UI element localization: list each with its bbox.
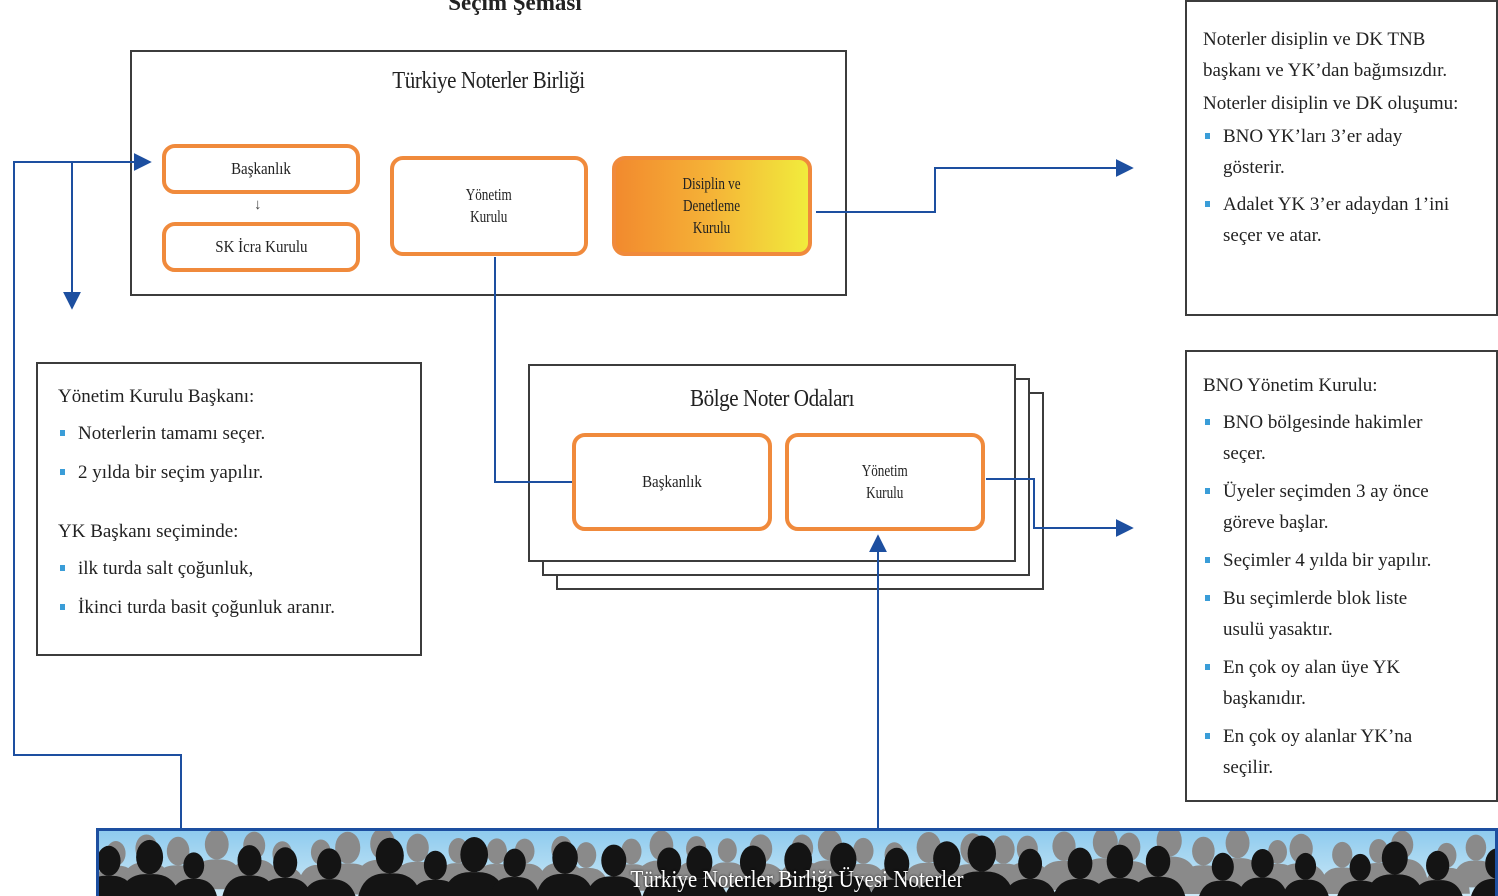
list-item: BNO bölgesinde hakimler seçer. xyxy=(1203,407,1484,469)
crowd-label: Türkiye Noterler Birliği Üyesi Noterler xyxy=(630,867,964,893)
list-item: Üyeler seçimden 3 ay önce göreve başlar. xyxy=(1203,476,1484,538)
note-disiplin: Noterler disiplin ve DK TNB başkanı ve Y… xyxy=(1185,0,1498,316)
down-arrow-icon: ↓ xyxy=(254,196,262,213)
bno-title: Bölge Noter Odaları xyxy=(689,386,855,412)
disiplin-line2: Denetleme xyxy=(683,196,741,215)
note-disiplin-p1: Noterler disiplin ve DK TNB başkanı ve Y… xyxy=(1203,29,1448,81)
disiplin-line3: Kurulu xyxy=(693,218,731,237)
diagram-title: Seçim Şeması xyxy=(448,0,582,15)
list-item: ilk turda salt çoğunluk, xyxy=(58,553,408,584)
note-yk-baskani: Yönetim Kurulu Başkanı: Noterlerin tamam… xyxy=(36,362,422,656)
disiplin-line1: Disiplin ve xyxy=(682,174,742,193)
list-item: BNO YK’ları 3’er aday gösterir. xyxy=(1203,121,1484,183)
note-disiplin-p2: Noterler disiplin ve DK oluşumu: xyxy=(1203,93,1459,114)
crowd-banner: Türkiye Noterler Birliği Üyesi Noterler xyxy=(96,828,1498,896)
list-item: Adalet YK 3’er adaydan 1’ini seçer ve at… xyxy=(1203,189,1484,251)
list-item: En çok oy alan üye YK başkanıdır. xyxy=(1203,652,1484,714)
tnb-yonetim-box: Yönetim Kurulu xyxy=(390,156,588,256)
tnb-title: Türkiye Noterler Birliği xyxy=(392,68,585,94)
list-item: Bu seçimlerde blok liste usulü yasaktır. xyxy=(1203,583,1484,645)
list-item: İkinci turda basit çoğunluk aranır. xyxy=(58,592,408,623)
tnb-yonetim-line1: Yönetim xyxy=(465,185,513,204)
bno-yonetim-line2: Kurulu xyxy=(866,483,904,502)
list-item: En çok oy alanlar YK’na seçilir. xyxy=(1203,721,1484,783)
bno-yonetim-line1: Yönetim xyxy=(861,461,909,480)
list-item: Seçimler 4 yılda bir yapılır. xyxy=(1203,545,1484,576)
bno-baskanlik-box: Başkanlık xyxy=(572,433,772,531)
note-left-heading2: YK Başkanı seçiminde: xyxy=(58,521,239,542)
note-bno-heading: BNO Yönetim Kurulu: xyxy=(1203,375,1378,396)
note-left-heading1: Yönetim Kurulu Başkanı: xyxy=(58,386,255,407)
bno-baskanlik-label: Başkanlık xyxy=(642,472,702,491)
sk-icra-label: SK İcra Kurulu xyxy=(214,237,308,256)
disiplin-box: Disiplin ve Denetleme Kurulu xyxy=(612,156,812,256)
list-item: 2 yılda bir seçim yapılır. xyxy=(58,457,408,488)
list-item: Noterlerin tamamı seçer. xyxy=(58,418,408,449)
sk-icra-box: SK İcra Kurulu xyxy=(162,222,360,272)
tnb-baskanlik-label: Başkanlık xyxy=(231,159,291,178)
bno-yonetim-box: Yönetim Kurulu xyxy=(785,433,985,531)
connector-disiplin-out xyxy=(816,159,1134,213)
note-bno-yk: BNO Yönetim Kurulu: BNO bölgesinde hakim… xyxy=(1185,350,1498,802)
tnb-baskanlik-box: Başkanlık xyxy=(162,144,360,194)
crowd-silhouette-icon xyxy=(99,831,1495,896)
tnb-yonetim-line2: Kurulu xyxy=(470,207,508,226)
